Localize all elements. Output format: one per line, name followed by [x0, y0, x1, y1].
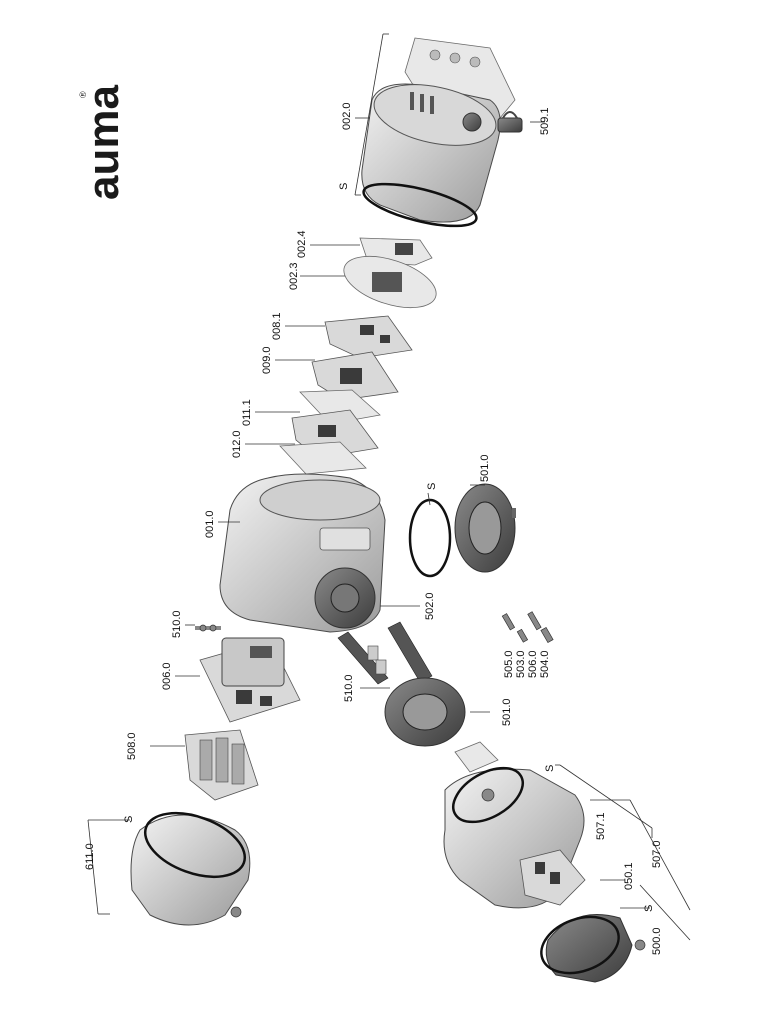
label-002-4: 002.4 [296, 230, 308, 258]
terminal-050-1-drawing [519, 849, 586, 906]
label-507-0: 507.0 [651, 840, 663, 868]
label-011-1: 011.1 [241, 399, 253, 426]
seal-label-611: S [123, 816, 135, 823]
auma-logo: auma ® [78, 85, 128, 200]
label-012-0: 012.0 [231, 430, 243, 458]
label-508-0: 508.0 [126, 732, 138, 760]
label-001-0: 001.0 [204, 510, 216, 538]
label-509-1: 509.1 [539, 107, 551, 135]
board-011-1-drawing [299, 389, 381, 425]
logo-registered-mark: ® [78, 91, 88, 98]
label-501-0-top: 501.0 [479, 454, 491, 482]
label-002-0: 002.0 [341, 102, 353, 130]
seal-label-507: S [544, 765, 556, 772]
socket-501-0-top-drawing [454, 483, 516, 573]
power-supply-006-0-drawing [199, 637, 301, 723]
part-labels: 002.0 509.1 002.4 002.3 008.1 009.0 011.… [84, 102, 663, 955]
label-510-0-top: 510.0 [171, 610, 183, 638]
switchgear-508-0-drawing [184, 729, 259, 801]
logo-text: auma [79, 85, 128, 200]
label-002-3: 002.3 [288, 262, 300, 290]
seal-markers: S S S S S [123, 183, 655, 912]
label-502-0: 502.0 [424, 592, 436, 620]
label-611-0: 611.0 [84, 843, 96, 870]
cover-611-0-drawing [130, 811, 251, 926]
board-012-0-drawing [279, 409, 379, 475]
pins-drawing [501, 611, 554, 644]
label-501-0-bottom: 501.0 [501, 698, 513, 726]
board-008-1-drawing [324, 315, 413, 359]
leader-lines [87, 33, 691, 941]
cover-002-0-drawing [361, 37, 516, 228]
label-505-0: 505.0 [503, 650, 515, 678]
padlock-509-1-drawing [497, 111, 523, 133]
label-510-0-bottom: 510.0 [343, 674, 355, 702]
seal-label-housing: S [426, 483, 438, 490]
socket-501-0-bottom-drawing [384, 677, 466, 747]
label-008-1: 008.1 [271, 312, 283, 340]
label-006-0: 006.0 [161, 662, 173, 690]
seal-label-cover: S [338, 183, 350, 190]
label-009-0: 009.0 [261, 346, 273, 374]
label-500-0: 500.0 [651, 927, 663, 955]
label-506-0: 506.0 [527, 650, 539, 678]
cover-500-0-drawing [540, 914, 646, 983]
seal-label-500: S [643, 905, 655, 912]
housing-001-0-drawing [219, 473, 386, 633]
label-050-1: 050.1 [623, 862, 635, 890]
fuse-510-0-top-drawing [195, 624, 221, 632]
fuse-510-0-bottom-drawing [337, 621, 433, 685]
board-002-3-drawing [343, 255, 437, 309]
o-ring-drawing [408, 498, 452, 578]
label-503-0: 503.0 [515, 650, 527, 678]
board-009-0-drawing [311, 351, 399, 401]
label-507-1: 507.1 [595, 812, 607, 840]
label-504-0: 504.0 [539, 650, 551, 678]
